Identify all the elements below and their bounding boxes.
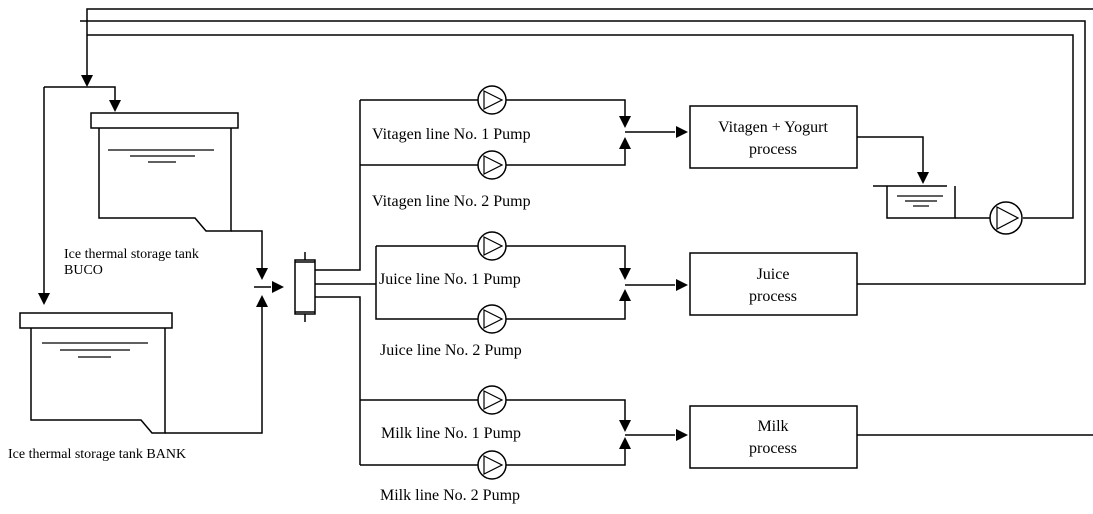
flow-arrow: [256, 268, 268, 280]
vitagen-pump-1-symbol: [477, 85, 507, 115]
juice-pump-2-label: Juice line No. 2 Pump: [380, 342, 522, 359]
juice-pump-1-label: Juice line No. 1 Pump: [379, 271, 521, 288]
vitagen-process-label-2: process: [749, 141, 797, 158]
buco-tank-label-2: BUCO: [64, 263, 103, 278]
buco-tank: [90, 112, 268, 280]
return-pump-symbol: [989, 201, 1023, 235]
milk-process-box: [689, 405, 858, 469]
juice-process-label-2: process: [749, 288, 797, 305]
juice-pump-1-symbol: [477, 231, 507, 261]
vitagen-pump-2-symbol: [477, 150, 507, 180]
juice-process-box: [689, 252, 858, 316]
vitagen-process-label: Vitagen + Yogurt: [718, 119, 828, 136]
bank-tank-label: Ice thermal storage tank BANK: [8, 447, 186, 462]
vitagen-pump-2-label: Vitagen line No. 2 Pump: [372, 193, 531, 210]
return-pipes: [38, 8, 1093, 305]
milk-line: [360, 385, 1093, 480]
flow-arrow: [38, 293, 50, 305]
milk-pump-2-symbol: [477, 450, 507, 480]
milk-process-label-2: process: [749, 440, 797, 457]
juice-process-label: Juice: [757, 266, 790, 283]
flow-arrow: [81, 75, 93, 87]
vitagen-line: [360, 85, 858, 180]
flow-arrow: [109, 100, 121, 112]
juice-pump-2-symbol: [477, 304, 507, 334]
vitagen-pump-1-label: Vitagen line No. 1 Pump: [372, 126, 531, 143]
buco-tank-label: Ice thermal storage tank: [64, 247, 199, 262]
flow-arrow: [256, 295, 268, 307]
milk-pump-2-label: Milk line No. 2 Pump: [380, 487, 520, 504]
juice-line: [375, 231, 858, 334]
milk-pump-1-symbol: [477, 385, 507, 415]
milk-pump-1-label: Milk line No. 1 Pump: [381, 425, 521, 442]
yogurt-buffer: [857, 136, 1023, 235]
milk-process-label: Milk: [757, 418, 788, 435]
bank-tank: [19, 295, 268, 434]
header-distribution: [315, 100, 376, 465]
mixing-valve: [254, 252, 316, 322]
vitagen-process-box: [689, 105, 858, 169]
